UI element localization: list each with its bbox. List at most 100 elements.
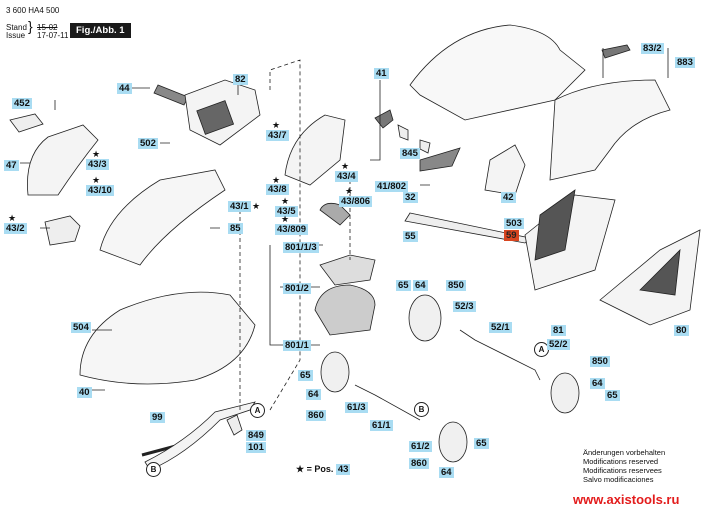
part-43-7 — [284, 114, 346, 186]
part-label-43-1[interactable]: 43/1 — [228, 201, 251, 212]
part-label-64[interactable]: 64 — [413, 280, 428, 291]
part-label-41-802[interactable]: 41/802 — [375, 181, 409, 192]
part-label-83-2[interactable]: 83/2 — [641, 43, 664, 54]
part-housing-40 — [79, 291, 256, 385]
part-845 — [397, 124, 431, 154]
part-label-43-10[interactable]: 43/10 — [86, 185, 114, 196]
note-line: Modifications reservees — [583, 466, 662, 475]
part-label-52-1[interactable]: 52/1 — [489, 322, 512, 333]
part-label-40[interactable]: 40 — [77, 387, 92, 398]
part-label-43-7[interactable]: 43/7 — [266, 130, 289, 141]
part-label-47[interactable]: 47 — [4, 160, 19, 171]
part-handle-44 — [153, 84, 189, 106]
part-label-43-806[interactable]: 43/806 — [339, 196, 373, 207]
part-849 — [226, 414, 243, 436]
part-label-850[interactable]: 850 — [446, 280, 466, 291]
part-label-502[interactable]: 502 — [138, 138, 158, 149]
part-blade-55 — [404, 212, 531, 244]
part-label-64[interactable]: 64 — [306, 389, 321, 400]
part-label-32[interactable]: 32 — [403, 192, 418, 203]
part-label-59[interactable]: 59 — [504, 230, 519, 241]
wheel-860-left — [320, 351, 350, 393]
star-icon: ★ — [272, 120, 281, 130]
part-41 — [374, 109, 394, 129]
part-label-43-809[interactable]: 43/809 — [275, 224, 309, 235]
star-icon: ★ — [8, 213, 17, 223]
document-number: 3 600 HA4 500 — [6, 6, 60, 15]
part-label-65[interactable]: 65 — [298, 370, 313, 381]
part-label-52-3[interactable]: 52/3 — [453, 301, 476, 312]
axle-52-1 — [459, 329, 541, 381]
star-icon: ★ — [345, 186, 354, 196]
part-label-860[interactable]: 860 — [409, 458, 429, 469]
star-icon: ★ — [341, 161, 350, 171]
part-badge-452 — [9, 113, 44, 133]
part-label-801-1-3[interactable]: 801/1/3 — [283, 242, 319, 253]
watermark-link[interactable]: www.axistools.ru — [573, 492, 680, 507]
note-line: Änderungen vorbehalten — [583, 448, 666, 457]
part-label-64[interactable]: 64 — [439, 467, 454, 478]
part-label-503[interactable]: 503 — [504, 218, 524, 229]
part-801-2 — [319, 254, 376, 286]
part-label-43-2[interactable]: 43/2 — [4, 223, 27, 234]
star-icon: ★ — [92, 149, 101, 159]
part-label-99[interactable]: 99 — [150, 412, 165, 423]
figure-title: Fig./Abb. 1 — [70, 23, 131, 38]
part-label-883[interactable]: 883 — [675, 57, 695, 68]
part-label-43-3[interactable]: 43/3 — [86, 159, 109, 170]
part-cover-80 — [599, 229, 701, 326]
wheel-850-front — [408, 294, 442, 342]
part-label-845[interactable]: 845 — [400, 148, 420, 159]
part-label-43-5[interactable]: 43/5 — [275, 206, 298, 217]
part-deck — [409, 24, 586, 121]
part-label-65[interactable]: 65 — [474, 438, 489, 449]
part-label-801-2[interactable]: 801/2 — [283, 283, 311, 294]
part-label-61-1[interactable]: 61/1 — [370, 420, 393, 431]
part-label-61-2[interactable]: 61/2 — [409, 441, 432, 452]
wheel-850-rear — [550, 372, 580, 414]
part-41-802 — [419, 147, 461, 172]
part-label-41[interactable]: 41 — [374, 68, 389, 79]
part-label-860[interactable]: 860 — [306, 410, 326, 421]
brace: } — [28, 18, 33, 34]
star-icon: ★ — [272, 175, 281, 185]
part-43-806 — [319, 202, 351, 226]
stand-value: 15-02 — [37, 23, 58, 32]
part-label-849[interactable]: 849 — [246, 430, 266, 441]
part-label-101[interactable]: 101 — [246, 442, 266, 453]
part-cover-47 — [27, 124, 99, 196]
part-label-850[interactable]: 850 — [590, 356, 610, 367]
part-label-52-2[interactable]: 52/2 — [547, 339, 570, 350]
callout-b: B — [146, 462, 161, 477]
issue-label: Issue — [6, 31, 26, 40]
star-legend-ref[interactable]: 43 — [335, 464, 351, 475]
callout-b: B — [414, 402, 429, 417]
part-label-81[interactable]: 81 — [551, 325, 566, 336]
star-icon: ★ — [252, 201, 261, 211]
part-43-2 — [44, 215, 81, 246]
part-label-43-4[interactable]: 43/4 — [335, 171, 358, 182]
part-label-42[interactable]: 42 — [501, 192, 516, 203]
wheel-860-right — [438, 421, 468, 463]
part-motor-801-1 — [314, 284, 376, 336]
note-line: Salvo modificaciones — [583, 475, 654, 484]
part-label-44[interactable]: 44 — [117, 83, 132, 94]
part-guard-42 — [484, 144, 526, 196]
callout-a: A — [250, 403, 265, 418]
part-label-504[interactable]: 504 — [71, 322, 91, 333]
part-label-61-3[interactable]: 61/3 — [345, 402, 368, 413]
star-icon: ★ — [92, 175, 101, 185]
part-label-452[interactable]: 452 — [12, 98, 32, 109]
part-label-64[interactable]: 64 — [590, 378, 605, 389]
part-label-65[interactable]: 65 — [396, 280, 411, 291]
part-label-85[interactable]: 85 — [228, 223, 243, 234]
part-label-801-1[interactable]: 801/1 — [283, 340, 311, 351]
part-label-82[interactable]: 82 — [233, 74, 248, 85]
part-label-65[interactable]: 65 — [605, 390, 620, 401]
part-label-80[interactable]: 80 — [674, 325, 689, 336]
axle-61-1 — [354, 384, 421, 421]
part-label-55[interactable]: 55 — [403, 231, 418, 242]
stand-label: Stand — [6, 23, 27, 32]
part-label-43-8[interactable]: 43/8 — [266, 184, 289, 195]
